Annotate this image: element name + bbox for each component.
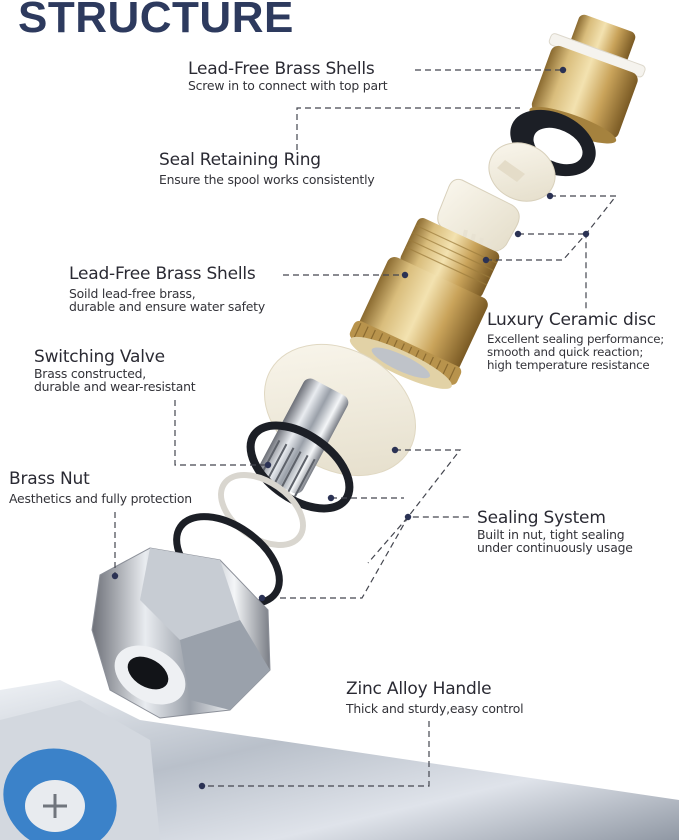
- label-description: Thick and sturdy,easy control: [346, 701, 524, 716]
- label-heading: Lead-Free Brass Shells: [188, 59, 375, 79]
- label-switching-valve: Switching Valve Brass constructed, durab…: [34, 347, 196, 394]
- label-brass-nut: Brass Nut Aesthetics and fully protectio…: [9, 469, 192, 505]
- label-heading: Sealing System: [477, 508, 606, 528]
- label-luxury-ceramic-disc: Luxury Ceramic disc Excellent sealing pe…: [487, 310, 664, 372]
- label-description-line-1: Soild lead-free brass,: [69, 286, 196, 301]
- label-description: Screw in to connect with top part: [188, 78, 388, 93]
- label-heading: Brass Nut: [9, 469, 90, 489]
- label-description-line-2: durable and wear-resistant: [34, 379, 196, 394]
- page-title: STRUCTURE: [18, 0, 294, 42]
- label-description-line-2: under continuously usage: [477, 540, 633, 555]
- label-sealing-system: Sealing System Built in nut, tight seali…: [477, 508, 633, 554]
- label-heading: Zinc Alloy Handle: [346, 679, 492, 699]
- label-description: Ensure the spool works consistently: [159, 172, 375, 187]
- label-description-line-1: Built in nut, tight sealing: [477, 527, 625, 542]
- label-heading: Lead-Free Brass Shells: [69, 264, 256, 284]
- middle-brass-shell-part: [349, 218, 500, 389]
- label-seal-retaining-ring: Seal Retaining Ring Ensure the spool wor…: [159, 150, 375, 187]
- label-description-line-1: Brass constructed,: [34, 366, 147, 381]
- leader-lines: [114, 69, 618, 787]
- label-description-line-2: durable and ensure water safety: [69, 299, 265, 314]
- label-description: Aesthetics and fully protection: [9, 491, 192, 506]
- label-heading: Switching Valve: [34, 347, 165, 367]
- label-lead-free-brass-shells-middle: Lead-Free Brass Shells Soild lead-free b…: [69, 264, 265, 313]
- leader-dots: [111, 66, 590, 790]
- label-heading: Seal Retaining Ring: [159, 150, 321, 170]
- label-description-line-1: Excellent sealing performance;: [487, 332, 665, 346]
- label-heading: Luxury Ceramic disc: [487, 310, 656, 330]
- screw-icon: [43, 794, 67, 818]
- label-zinc-alloy-handle: Zinc Alloy Handle Thick and sturdy,easy …: [346, 679, 524, 716]
- label-lead-free-brass-shells-top: Lead-Free Brass Shells Screw in to conne…: [188, 59, 388, 93]
- chrome-nut-part: [91, 547, 271, 719]
- label-description-line-3: high temperature resistance: [487, 358, 650, 372]
- ceramic-disc-upper-part: [488, 142, 556, 202]
- label-description-line-2: smooth and quick reaction;: [487, 345, 644, 359]
- zinc-handle-part: [0, 680, 679, 840]
